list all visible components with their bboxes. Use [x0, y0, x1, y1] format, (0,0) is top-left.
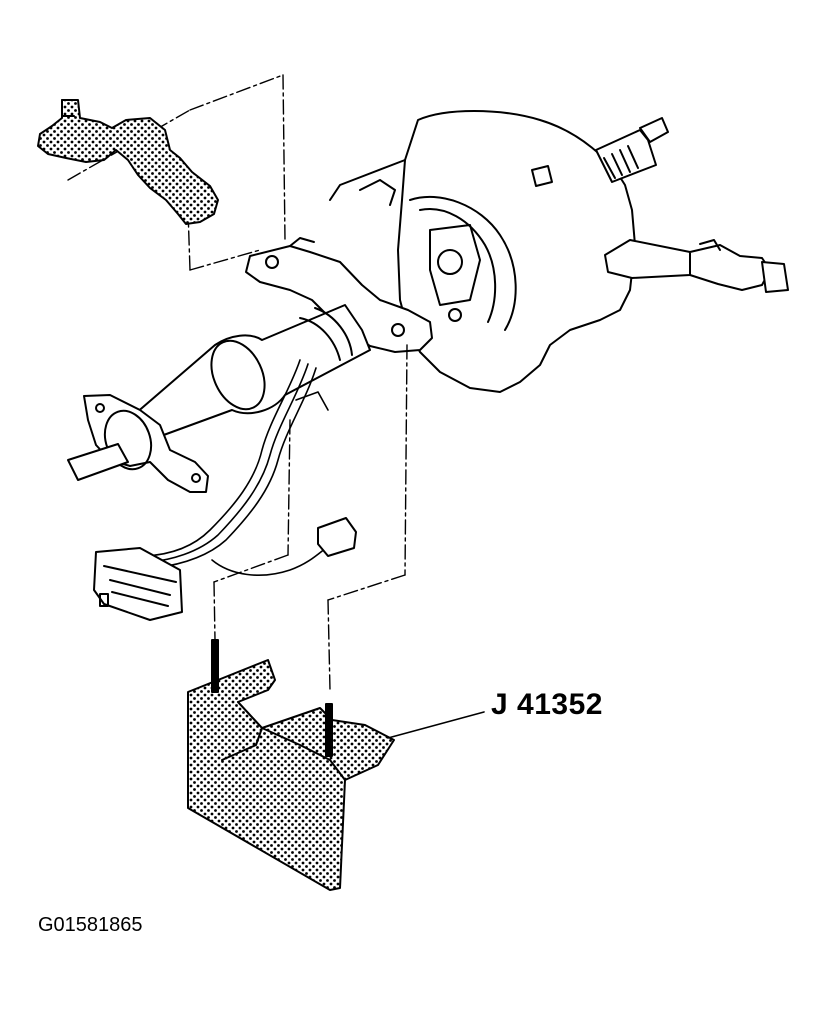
tool-callout-label: J 41352: [491, 688, 603, 721]
upper-shaft: [595, 117, 669, 183]
upper-bracket-tab: [61, 99, 75, 117]
wire-harness: [144, 359, 331, 576]
housing-switch: [531, 165, 553, 187]
harness-connector: [93, 547, 183, 621]
column-mount-bracket: [245, 245, 433, 353]
multifunction-stalk: [604, 239, 789, 293]
pigtail-connector: [317, 517, 357, 557]
lower-column-tube: [127, 304, 371, 441]
lower-shaft-end: [67, 394, 209, 493]
tool-j41352: [187, 659, 395, 891]
tool-alignment-lines: [213, 344, 408, 691]
tool-pin-left: [211, 639, 219, 693]
tool-pin-right: [325, 703, 333, 757]
upper-bracket: [37, 99, 219, 225]
callout-leader: [387, 711, 485, 739]
figure-id: G01581865: [38, 914, 143, 936]
